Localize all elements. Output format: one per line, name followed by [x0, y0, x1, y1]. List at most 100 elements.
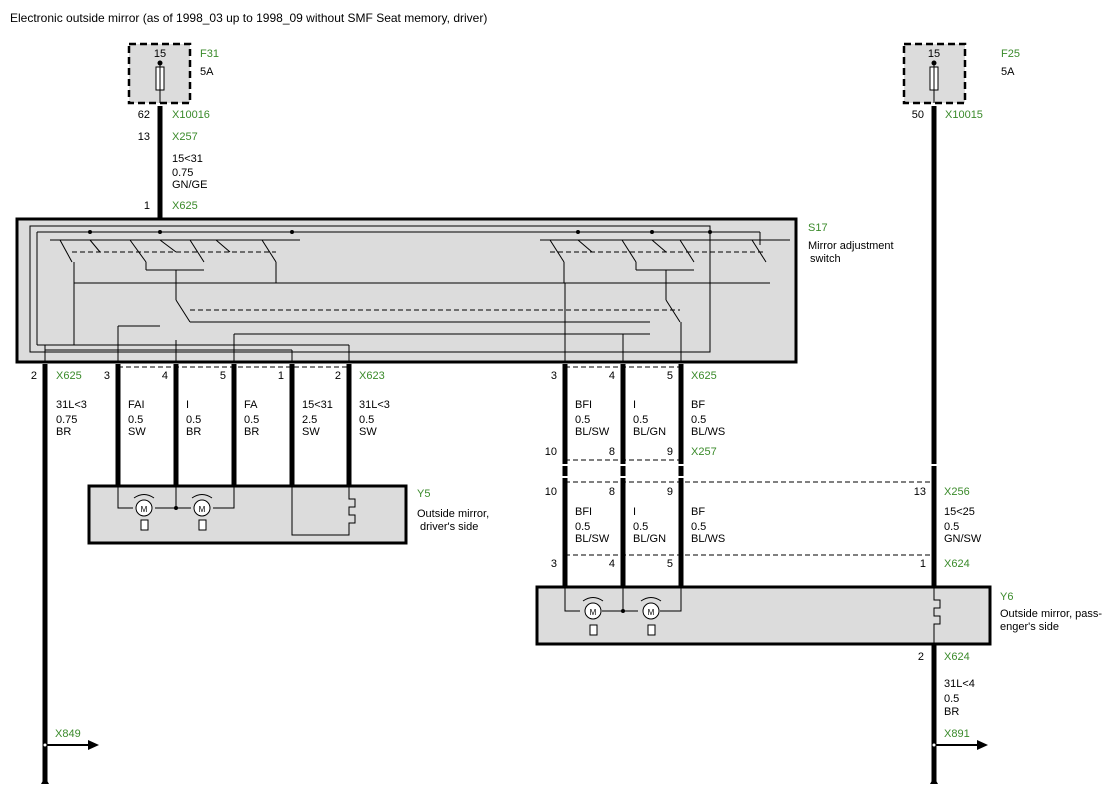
svg-text:M: M: [141, 505, 148, 514]
component-id: Y5: [417, 488, 430, 500]
pin-label: 50: [912, 109, 924, 121]
wire-signal: 15<31: [172, 153, 203, 165]
pin-label: 2: [335, 370, 341, 382]
wire-color: BL/GN: [633, 533, 666, 545]
connector-label: X10015: [945, 109, 983, 121]
wire-size: 0.75: [172, 167, 193, 179]
fuse-id: F25: [1001, 48, 1020, 60]
pin-label: 9: [667, 446, 673, 458]
pin-label: 62: [138, 109, 150, 121]
connector-label: X624: [944, 651, 970, 663]
wire-color: BL/SW: [575, 426, 610, 438]
connector-label: X625: [56, 370, 82, 382]
connector-label: X257: [691, 446, 717, 458]
wire-signal: FA: [244, 399, 258, 411]
motor-icon: M: [582, 597, 604, 636]
motor-icon: M: [133, 494, 155, 531]
fuse-f31[interactable]: 15: [127, 42, 192, 105]
pin-label: 8: [609, 486, 615, 498]
fuse-rating: 5A: [200, 66, 214, 78]
wire-color: GN/SW: [944, 533, 982, 545]
pin-label: 1: [144, 200, 150, 212]
fuse-rating: 5A: [1001, 66, 1015, 78]
wire-signal: BF: [691, 506, 705, 518]
wire-signal: BFI: [575, 506, 592, 518]
mirror-adjustment-switch[interactable]: [15, 217, 798, 364]
ground-ref-left[interactable]: [41, 740, 99, 784]
pin-label: 10: [545, 446, 557, 458]
wire-color: BR: [186, 426, 201, 438]
fuse-id: F31: [200, 48, 219, 60]
driver-wires: [42, 364, 352, 784]
fuse-terminal: 15: [154, 48, 166, 60]
svg-text:M: M: [590, 608, 597, 617]
fuse-terminal: 15: [928, 48, 940, 60]
wire-color: SW: [128, 426, 146, 438]
wire-size: 0.5: [575, 521, 590, 533]
component-name: Mirror adjustment: [808, 240, 894, 252]
pin-label: 9: [667, 486, 673, 498]
wire-color: BR: [244, 426, 259, 438]
wire-size: 0.5: [633, 521, 648, 533]
pin-label: 13: [914, 486, 926, 498]
wire-color: BR: [944, 706, 959, 718]
pin-label: 4: [609, 370, 615, 382]
pin-label: 3: [104, 370, 110, 382]
outside-mirror-driver[interactable]: M M: [87, 484, 408, 545]
pin-label: 2: [918, 651, 924, 663]
pin-label: 3: [551, 370, 557, 382]
wire-signal: 31L<3: [359, 399, 390, 411]
pin-label: 10: [545, 486, 557, 498]
wire-signal: 31L<4: [944, 678, 975, 690]
outside-mirror-passenger[interactable]: M M: [535, 585, 992, 646]
pin-label: 13: [138, 131, 150, 143]
wire-color: BL/WS: [691, 426, 725, 438]
connector-label: X625: [172, 200, 198, 212]
wire-signal: 15<25: [944, 506, 975, 518]
fuse-f25[interactable]: 15: [902, 42, 967, 105]
wire-signal: 15<31: [302, 399, 333, 411]
connector-label: X624: [944, 558, 970, 570]
wire-color: BL/SW: [575, 533, 610, 545]
motor-icon: M: [191, 494, 213, 531]
wire-size: 2.5: [302, 414, 317, 426]
wire-size: 0.5: [128, 414, 143, 426]
pin-label: 4: [162, 370, 168, 382]
passenger-wires: [560, 364, 940, 588]
connector-label: X10016: [172, 109, 210, 121]
wire-signal: I: [633, 399, 636, 411]
wire-size: 0.5: [575, 414, 590, 426]
connector-label: X623: [359, 370, 385, 382]
wire-signal: I: [186, 399, 189, 411]
wire-signal: BFI: [575, 399, 592, 411]
wire-signal: 31L<3: [56, 399, 87, 411]
connector-label: X891: [944, 728, 970, 740]
ground-ref-right[interactable]: [930, 740, 988, 784]
wire-color: SW: [359, 426, 377, 438]
wire-color: GN/GE: [172, 179, 207, 191]
pin-label: 1: [920, 558, 926, 570]
component-id: Y6: [1000, 591, 1013, 603]
wire-signal: BF: [691, 399, 705, 411]
wire-size: 0.5: [691, 414, 706, 426]
component-name: Outside mirror,: [417, 508, 489, 520]
pin-label: 5: [667, 558, 673, 570]
wire-color: BL/WS: [691, 533, 725, 545]
wire-color: SW: [302, 426, 320, 438]
svg-text:M: M: [199, 505, 206, 514]
connector-label: X625: [691, 370, 717, 382]
svg-text:M: M: [648, 608, 655, 617]
wire-size: 0.5: [359, 414, 374, 426]
wire-color: BL/GN: [633, 426, 666, 438]
wire-signal: FAI: [128, 399, 145, 411]
pin-label: 3: [551, 558, 557, 570]
component-name: driver's side: [420, 521, 478, 533]
pin-label: 5: [667, 370, 673, 382]
wire-size: 0.5: [244, 414, 259, 426]
wire-size: 0.5: [691, 521, 706, 533]
wire-size: 0.5: [944, 693, 959, 705]
component-name: switch: [810, 253, 841, 265]
wire-size: 0.5: [186, 414, 201, 426]
wire-size: 0.5: [633, 414, 648, 426]
